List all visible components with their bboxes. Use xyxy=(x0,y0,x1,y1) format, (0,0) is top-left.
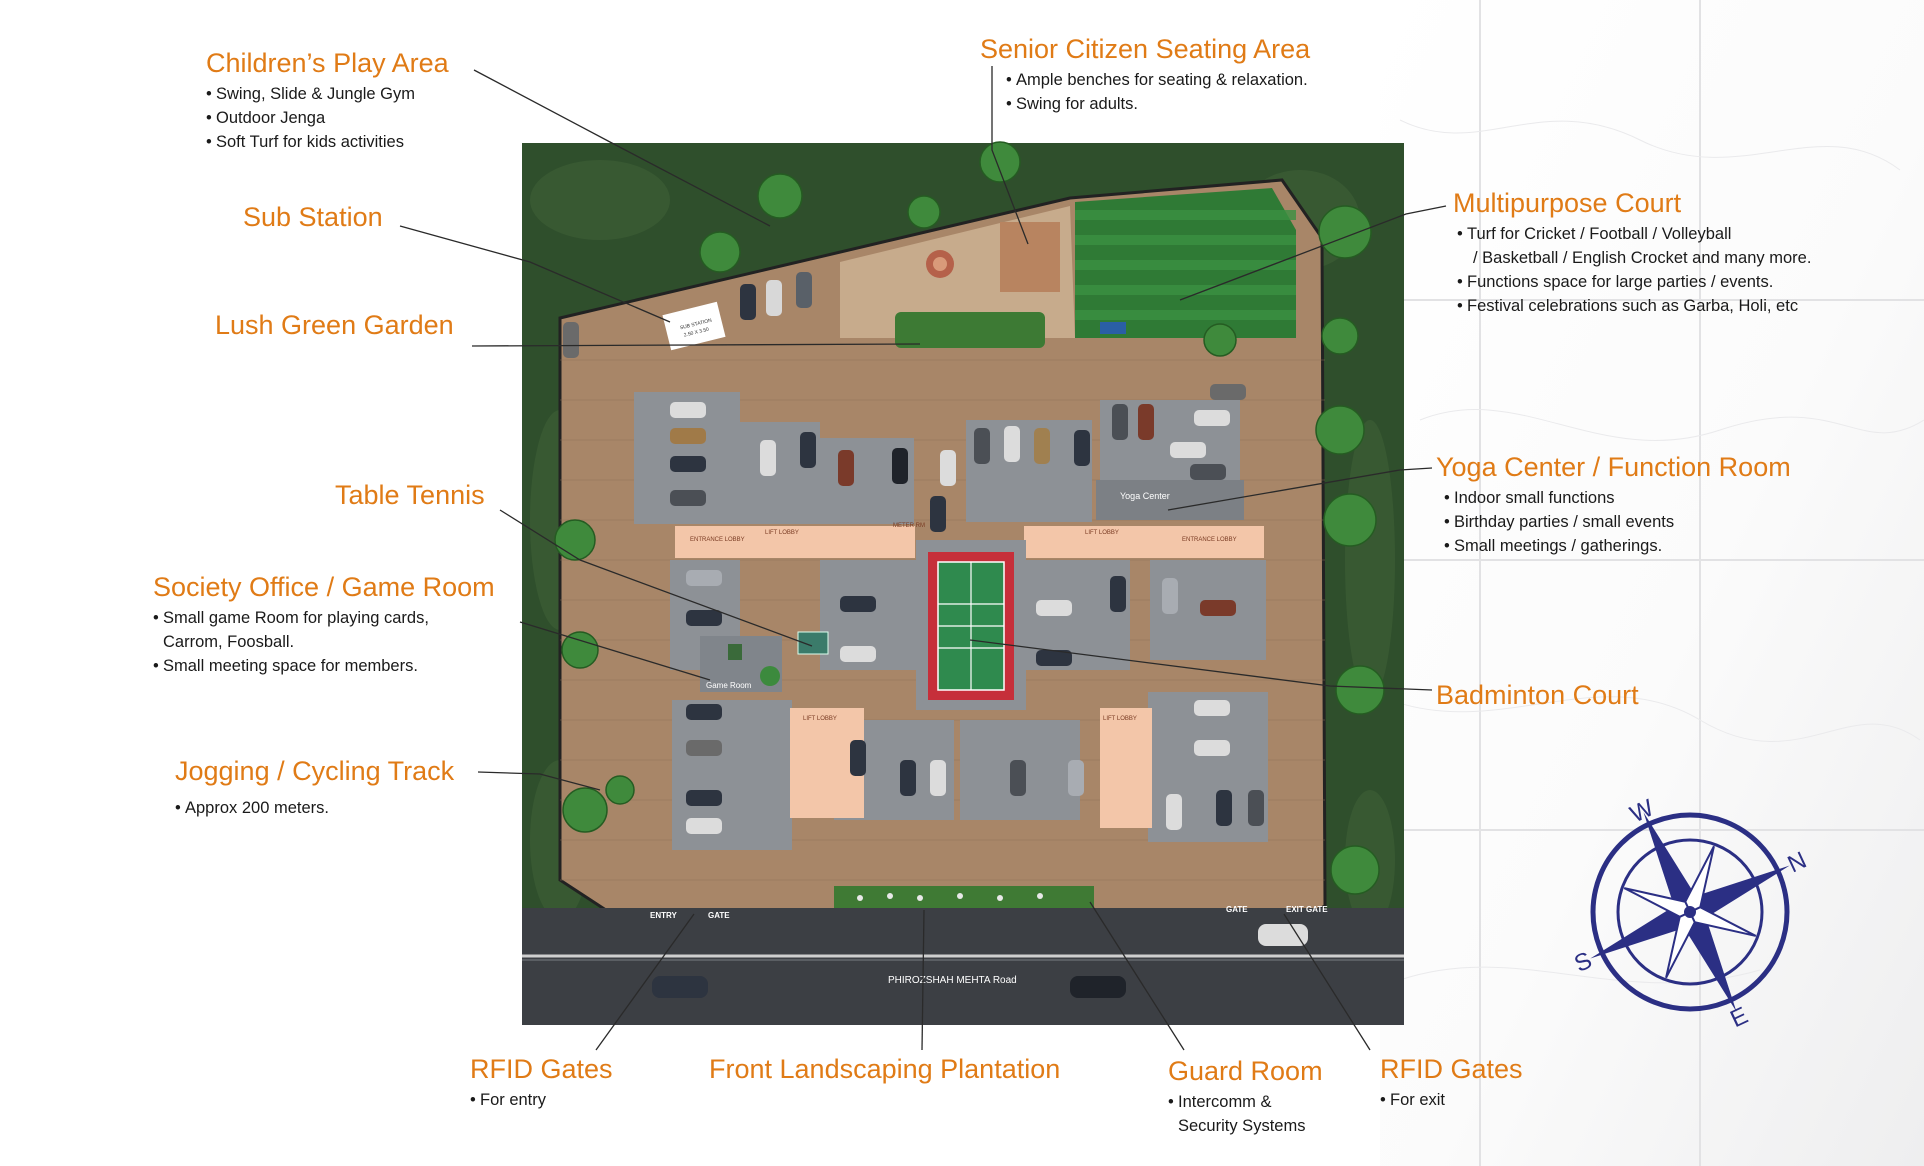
callout-lush-garden: Lush Green Garden xyxy=(215,310,454,340)
sub-station-block xyxy=(662,301,726,351)
callout-title: Children’s Play Area xyxy=(206,48,449,78)
callout-guard-room: Guard Room •Intercomm & Security Systems xyxy=(1168,1056,1323,1135)
bullet-text: For entry xyxy=(480,1091,547,1109)
gate-right-label: GATE xyxy=(1226,905,1248,914)
bullet-text: Ample benches for seating & relaxation. xyxy=(1016,71,1308,89)
bullet-text: Approx 200 meters. xyxy=(185,799,329,817)
compass-s: S xyxy=(1570,947,1596,978)
svg-text:LIFT LOBBY: LIFT LOBBY xyxy=(765,530,799,536)
bullet-text: Outdoor Jenga xyxy=(216,109,326,127)
yoga-center-plan-label: Yoga Center xyxy=(1120,491,1170,501)
callout-title: Lush Green Garden xyxy=(215,310,454,340)
bullet-text: Swing, Slide & Jungle Gym xyxy=(216,85,416,103)
callout-sub-station: Sub Station xyxy=(243,202,383,232)
bullet-text: Swing for adults. xyxy=(1016,95,1138,113)
svg-text:LIFT LOBBY: LIFT LOBBY xyxy=(803,716,837,722)
road-name-label: PHIROZSHAH MEHTA Road xyxy=(888,975,1017,986)
callout-table-tennis: Table Tennis xyxy=(335,480,485,510)
svg-text:LIFT LOBBY: LIFT LOBBY xyxy=(1085,530,1119,536)
lush-garden-patch xyxy=(895,312,1045,348)
bullet-text: Indoor small functions xyxy=(1454,489,1615,507)
svg-text:ENTRANCE LOBBY: ENTRANCE LOBBY xyxy=(1182,537,1237,543)
callout-title: Badminton Court xyxy=(1436,680,1639,710)
callout-title: Senior Citizen Seating Area xyxy=(980,34,1311,64)
callout-title: Jogging / Cycling Track xyxy=(175,756,455,786)
bullet-text: Small meetings / gatherings. xyxy=(1454,537,1663,555)
callout-jogging: Jogging / Cycling Track •Approx 200 mete… xyxy=(175,756,455,817)
gate-left-label: GATE xyxy=(708,911,730,920)
callout-title: Yoga Center / Function Room xyxy=(1436,452,1791,482)
callout-rfid-entry: RFID Gates •For entry xyxy=(470,1054,613,1109)
compass-n: N xyxy=(1784,847,1811,879)
bullet-text: Functions space for large parties / even… xyxy=(1467,273,1774,291)
compass-e: E xyxy=(1726,1002,1752,1033)
callout-title: RFID Gates xyxy=(1380,1054,1523,1084)
bullet-text: Small meeting space for members. xyxy=(163,657,418,675)
bullet-text: Birthday parties / small events xyxy=(1454,513,1675,531)
callout-title: Front Landscaping Plantation xyxy=(709,1054,1061,1084)
bullet-text: Small game Room for playing cards, xyxy=(163,609,429,627)
callout-badminton: Badminton Court xyxy=(1436,680,1639,710)
bullet-text: Intercomm & xyxy=(1178,1093,1272,1111)
bullet-text: Security Systems xyxy=(1178,1117,1306,1135)
callout-title: Guard Room xyxy=(1168,1056,1323,1086)
callout-front-landscaping: Front Landscaping Plantation xyxy=(709,1054,1060,1084)
table-tennis-table xyxy=(797,631,829,655)
svg-text:ENTRANCE LOBBY: ENTRANCE LOBBY xyxy=(690,537,745,543)
callout-multipurpose: Multipurpose Court •Turf for Cricket / F… xyxy=(1453,188,1812,315)
compass-rose-icon: W E S N xyxy=(1570,794,1810,1033)
game-room-plan-label: Game Room xyxy=(706,681,752,690)
callout-title: RFID Gates xyxy=(470,1054,613,1084)
svg-text:METER RM: METER RM xyxy=(893,523,925,529)
entry-label: ENTRY xyxy=(650,911,677,920)
callout-childrens-play: Children’s Play Area •Swing, Slide & Jun… xyxy=(206,48,449,151)
bullet-text: Turf for Cricket / Football / Volleyball xyxy=(1467,225,1732,243)
callout-rfid-exit: RFID Gates •For exit xyxy=(1380,1054,1523,1109)
callout-senior-citizen: Senior Citizen Seating Area •Ample bench… xyxy=(980,34,1311,113)
bullet-text: Festival celebrations such as Garba, Hol… xyxy=(1467,297,1799,315)
bullet-text: For exit xyxy=(1390,1091,1446,1109)
front-plantation-strip xyxy=(834,886,1094,910)
svg-text:LIFT LOBBY: LIFT LOBBY xyxy=(1103,716,1137,722)
callout-society-office: Society Office / Game Room •Small game R… xyxy=(153,572,495,675)
yoga-center-block xyxy=(1096,480,1244,520)
callout-title: Table Tennis xyxy=(335,480,485,510)
callout-yoga: Yoga Center / Function Room •Indoor smal… xyxy=(1436,452,1791,555)
callout-title: Sub Station xyxy=(243,202,383,232)
bullet-text: / Basketball / English Crocket and many … xyxy=(1473,249,1812,267)
callout-title: Society Office / Game Room xyxy=(153,572,495,602)
bullet-text: Carrom, Foosball. xyxy=(163,633,295,651)
exit-gate-label: EXIT GATE xyxy=(1286,905,1328,914)
bullet-text: Soft Turf for kids activities xyxy=(216,133,404,151)
callout-title: Multipurpose Court xyxy=(1453,188,1682,218)
